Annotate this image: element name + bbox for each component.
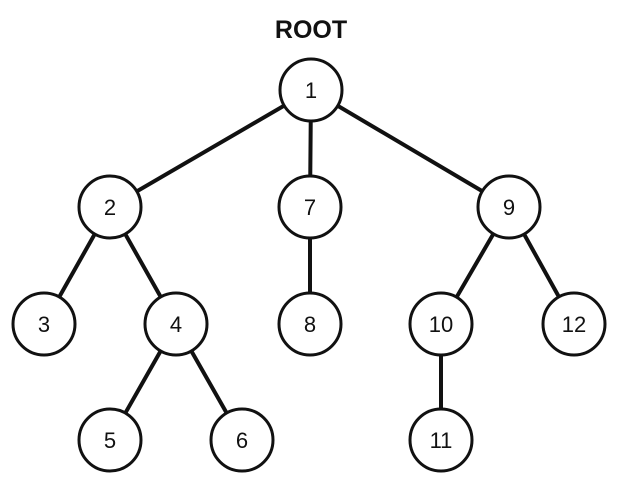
tree-node-7: 7 [277,174,343,240]
node-circle [278,57,344,123]
node-circle [11,291,77,357]
node-label: 9 [503,195,515,220]
node-label: 2 [104,195,116,220]
node-circle [277,174,343,240]
tree-node-6: 6 [209,407,275,473]
node-label: 7 [304,195,316,220]
node-circle [77,407,143,473]
node-label: 10 [429,312,453,337]
tree-node-3: 3 [11,291,77,357]
tree-node-8: 8 [277,291,343,357]
node-label: 1 [305,78,317,103]
tree-node-5: 5 [77,407,143,473]
tree-node-12: 12 [541,291,607,357]
node-label: 5 [104,428,116,453]
node-label: 3 [38,312,50,337]
node-label: 6 [236,428,248,453]
tree-node-1: 1 [278,57,344,123]
tree-node-2: 2 [77,174,143,240]
tree-node-11: 11 [408,407,474,473]
node-circle [277,291,343,357]
node-circle [476,174,542,240]
node-circle [77,174,143,240]
edge-1-2 [108,88,313,209]
tree-node-10: 10 [408,291,474,357]
node-circle [408,407,474,473]
node-circle [541,291,607,357]
node-circle [408,291,474,357]
node-label: 8 [304,312,316,337]
edges-layer [42,88,576,442]
tree-node-9: 9 [476,174,542,240]
node-label: 12 [562,312,586,337]
diagram-title: ROOT [275,16,347,44]
node-label: 11 [430,428,453,453]
node-circle [209,407,275,473]
node-label: 4 [170,312,182,337]
tree-node-4: 4 [143,291,209,357]
node-circle [143,291,209,357]
edge-1-9 [309,88,511,209]
